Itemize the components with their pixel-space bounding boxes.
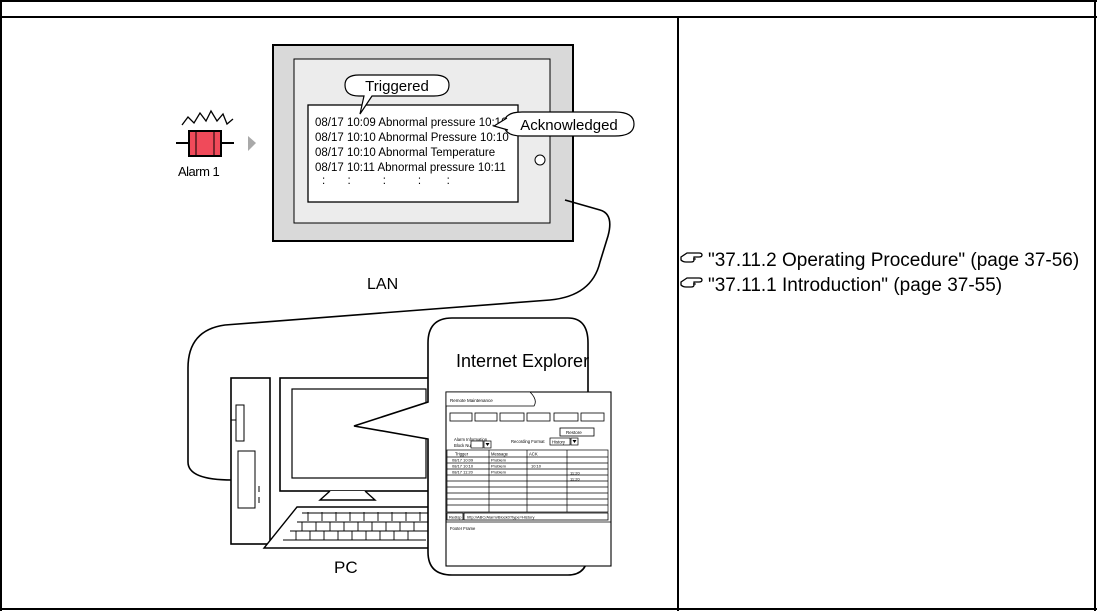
menu-button[interactable] (449, 412, 473, 422)
table-row: 10:10 (531, 464, 542, 469)
svg-text:Redisp: Redisp (449, 515, 462, 520)
footer-frame-label: Footer Frame (450, 526, 476, 531)
alarm-lamp-icon (176, 109, 234, 157)
svg-text:Triggered: Triggered (365, 78, 429, 95)
block-number-select[interactable] (470, 440, 484, 449)
alarm-row: 08/17 10:09 Abnormal pressure 10:10 (315, 117, 507, 129)
references: "37.11.2 Operating Procedure" (page 37-5… (680, 248, 1080, 298)
table-row: Problem (491, 464, 507, 469)
svg-text:http://ABC/Alarm/Block0?type=H: http://ABC/Alarm/Block0?type=History (467, 515, 534, 520)
table-row: 11:20 (570, 471, 580, 476)
svg-text:Message: Message (491, 452, 509, 457)
menu-buttons (449, 412, 605, 422)
restore-button[interactable] (559, 427, 595, 437)
menu-button[interactable] (526, 412, 551, 422)
pc-label: PC (334, 558, 358, 577)
svg-text:ACK: ACK (529, 452, 538, 457)
remote-maintenance-title: Remote Maintenance (450, 398, 493, 403)
table-row: 08/17 10:09 (452, 458, 474, 463)
alarm-row: 08/17 10:10 Abnormal Pressure 10:10 (315, 132, 509, 144)
alarm-label: Alarm 1 (178, 164, 220, 179)
redisp-button[interactable] (446, 512, 464, 521)
lan-cable (187, 199, 611, 481)
menu-button[interactable] (474, 412, 498, 422)
alarm-row-continuation: : : : : : (322, 175, 450, 187)
alarm-row: 08/17 10:10 Abnormal Temperature (315, 147, 495, 159)
alarm-history-table (446, 449, 609, 513)
menu-button[interactable] (553, 412, 579, 422)
pc-tower-icon (230, 377, 271, 545)
svg-text:History: History (552, 440, 566, 445)
alarm-row: 08/17 10:11 Abnormal pressure 10:11 (315, 162, 506, 174)
browser-window: Remote Maintenance Restore Alarm Informa… (445, 391, 612, 567)
menu-button[interactable] (499, 412, 525, 422)
svg-text:Acknowledged: Acknowledged (520, 117, 618, 134)
alarm-list: 08/17 10:09 Abnormal pressure 10:10 08/1… (315, 117, 509, 187)
table-row: 08/17 10:10 (452, 464, 474, 469)
svg-text:Restore: Restore (566, 430, 582, 435)
reference-introduction[interactable]: "37.11.1 Introduction" (page 37-55) (680, 273, 1080, 298)
reference-operating-procedure[interactable]: "37.11.2 Operating Procedure" (page 37-5… (680, 248, 1080, 273)
table-row: Problem (491, 458, 507, 463)
browser-title: Internet Explorer (456, 351, 589, 371)
block-number-label: Block Number (454, 443, 481, 448)
recording-format-select[interactable] (549, 437, 571, 446)
keyboard-icon (262, 506, 447, 549)
pointing-hand-icon (680, 277, 703, 288)
table-rows: 08/17 10:09 Problem 08/17 10:10 Problem … (452, 458, 580, 482)
arrow-icon (248, 136, 256, 151)
triggered-callout: Triggered (344, 74, 450, 115)
table-row: Problem (491, 470, 507, 475)
recording-format-label: Recording Format (511, 439, 545, 444)
table-header: Trigger Message ACK (455, 452, 538, 457)
table-row: 11:20 (570, 477, 580, 482)
lan-label: LAN (367, 276, 398, 293)
dropdown-arrow-icon (485, 443, 490, 446)
svg-text:Trigger: Trigger (455, 452, 469, 457)
acknowledged-callout: Acknowledged (492, 111, 635, 137)
dropdown-arrow-icon (572, 440, 577, 443)
table-row: 08/17 11:20 (452, 470, 474, 475)
pointing-hand-icon (680, 252, 703, 263)
url-field[interactable] (463, 512, 609, 521)
menu-button[interactable] (580, 412, 605, 422)
indicator-led-icon (534, 154, 546, 166)
alarm-information-label: Alarm Information (454, 437, 488, 442)
